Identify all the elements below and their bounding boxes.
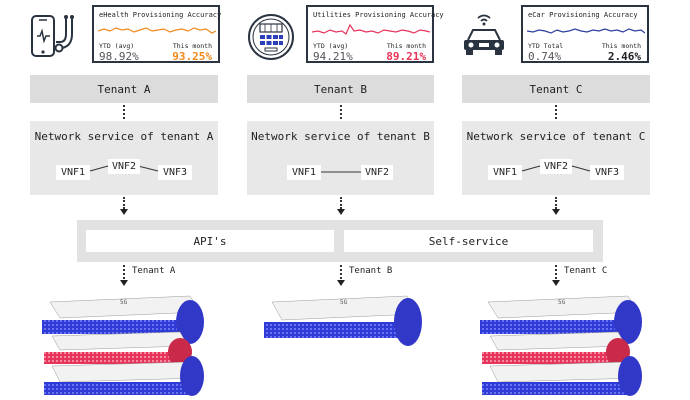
connector-line — [123, 197, 125, 209]
sparkline — [527, 28, 645, 34]
kpi-month-label: This month — [601, 42, 641, 50]
kpi-card-ehealth: eHealth Provisioning Accuracy YTD (avg) … — [92, 5, 222, 63]
api-label: API's — [193, 234, 227, 248]
connector-line — [555, 105, 557, 119]
vnf-links — [321, 171, 361, 173]
slice-tenant-label: Tenant A — [132, 266, 176, 276]
connector-line — [340, 197, 342, 209]
slice-tenant-label: Tenant C — [564, 266, 608, 276]
arrow-down-icon — [552, 280, 560, 286]
vnf-node: VNF1 — [56, 165, 90, 180]
network-title: Network service of tenant A — [34, 130, 214, 143]
kpi-ytd-label: YTD (avg) — [99, 42, 135, 50]
network-title: Network service of tenant B — [251, 130, 430, 143]
tenant-label: Tenant A — [97, 82, 151, 96]
tenant-label: Tenant B — [314, 82, 367, 96]
network-title: Network service of tenant C — [466, 130, 646, 143]
kpi-month-value: 89.21% — [386, 50, 426, 63]
icon-ehealth — [28, 12, 80, 62]
smart-meter-icon — [248, 14, 294, 60]
kpi-month-value: 2.46% — [607, 50, 641, 63]
sparkline — [312, 23, 430, 35]
icon-utilities — [245, 10, 297, 62]
arrow-down-icon — [120, 280, 128, 286]
kpi-title: eHealth Provisioning Accuracy — [99, 11, 222, 19]
arrow-down-icon — [552, 209, 560, 215]
network-slices-b: 5G — [264, 295, 422, 346]
connector-line — [340, 265, 342, 279]
slice-mark: 5G — [558, 299, 566, 306]
connector-line — [555, 197, 557, 209]
connected-car-icon — [464, 14, 504, 55]
kpi-title: eCar Provisioning Accuracy — [528, 11, 638, 19]
kpi-title: Utilities Provisioning Accuracy — [313, 11, 444, 19]
vnf-node: VNF2 — [540, 159, 572, 174]
arrow-down-icon — [337, 209, 345, 215]
kpi-month-label: This month — [386, 42, 426, 50]
kpi-ytd-label: YTD (avg) — [313, 42, 349, 50]
connector-line — [123, 105, 125, 119]
arrow-down-icon — [120, 209, 128, 215]
self-service-label: Self-service — [428, 234, 509, 248]
slice-tenant-label: Tenant B — [349, 266, 393, 276]
connector-line — [555, 265, 557, 279]
kpi-month-value: 93.25% — [172, 50, 212, 63]
network-slices-a: 5G — [42, 295, 204, 396]
vnf-node: VNF3 — [590, 165, 624, 180]
vnf-links — [521, 165, 591, 172]
kpi-ytd-value: 94.21% — [313, 50, 353, 63]
network-service-b: Network service of tenant B VNF1 VNF2 — [247, 121, 434, 195]
api-bar: API's Self-service — [77, 220, 603, 262]
sparkline — [98, 27, 216, 34]
kpi-card-utilities: Utilities Provisioning Accuracy YTD (avg… — [306, 5, 444, 63]
connector-line — [340, 105, 342, 119]
kpi-card-ecar: eCar Provisioning Accuracy YTD Total Thi… — [521, 5, 649, 63]
slice-mark: 5G — [120, 299, 128, 306]
vnf-links — [89, 165, 159, 172]
kpi-ytd-label: YTD Total — [528, 42, 564, 50]
tenant-b-box: Tenant B — [247, 75, 434, 103]
kpi-ytd-value: 98.92% — [99, 50, 139, 63]
arrow-down-icon — [337, 280, 345, 286]
network-service-a: Network service of tenant A VNF1 VNF2 VN… — [30, 121, 218, 195]
vnf-node: VNF3 — [158, 165, 192, 180]
api-box[interactable]: API's — [86, 230, 334, 252]
icon-ecar — [458, 10, 510, 62]
vnf-node: VNF2 — [108, 159, 140, 174]
tenant-a-box: Tenant A — [30, 75, 218, 103]
vnf-node: VNF1 — [287, 165, 321, 180]
kpi-ytd-value: 0.74% — [528, 50, 562, 63]
vnf-node: VNF2 — [361, 165, 393, 180]
vnf-node: VNF1 — [488, 165, 522, 180]
tenant-label: Tenant C — [529, 82, 583, 96]
connector-line — [123, 265, 125, 279]
tenant-c-box: Tenant C — [462, 75, 650, 103]
self-service-box[interactable]: Self-service — [344, 230, 593, 252]
phone-stethoscope-icon — [31, 15, 74, 57]
kpi-month-label: This month — [172, 42, 212, 50]
network-slices-c: 5G — [480, 295, 642, 396]
slice-mark: 5G — [340, 299, 348, 306]
network-service-c: Network service of tenant C VNF1 VNF2 VN… — [462, 121, 650, 195]
